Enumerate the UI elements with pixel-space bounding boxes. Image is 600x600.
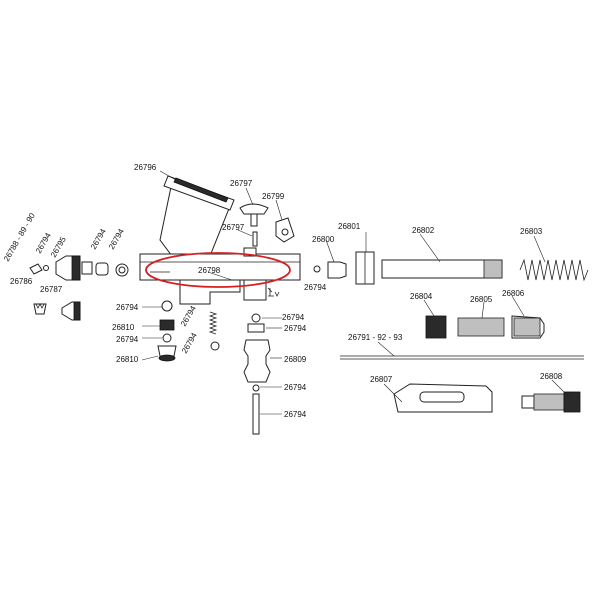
rear-o-ring	[313, 265, 321, 273]
label-26786: 26786	[10, 277, 33, 286]
label-26791-92-93: 26791 - 92 - 93	[348, 333, 403, 342]
nozzle-seat	[81, 261, 93, 275]
nozzle-cap-knurl	[71, 255, 81, 281]
label-26794-front-b: 26794	[89, 227, 108, 251]
needle-chucking-guide	[327, 261, 347, 279]
label-26797: 26797	[230, 179, 253, 188]
cutaway-stub	[521, 395, 535, 409]
valve-base	[158, 354, 176, 362]
label-26794-valve-a: 26794	[116, 303, 139, 312]
lever-hole	[281, 228, 289, 236]
crown-cap	[33, 303, 47, 315]
label-26794-air-d: 26794	[284, 410, 307, 419]
label-26810-a: 26810	[112, 323, 135, 332]
trigger-icon	[239, 203, 269, 215]
label-26794-air-b: 26794	[284, 324, 307, 333]
label-26798: 26798	[198, 266, 221, 275]
label-26802: 26802	[412, 226, 435, 235]
air-washer	[247, 323, 265, 333]
trigger-pin	[252, 231, 258, 247]
label-26800: 26800	[312, 235, 335, 244]
chuck-nut-knurl	[513, 317, 541, 337]
label-26809: 26809	[284, 355, 307, 364]
air-valve-stem	[252, 393, 260, 435]
small-screw	[267, 287, 274, 297]
label-26794-air-c: 26794	[284, 383, 307, 392]
trigger-assembly	[239, 203, 269, 247]
lever-part	[275, 217, 295, 243]
spring-icon	[519, 258, 589, 282]
label-26806: 26806	[502, 289, 525, 298]
label-26804: 26804	[410, 292, 433, 301]
valve-o-ring-a	[161, 300, 173, 312]
front-nozzle-group	[29, 255, 129, 321]
label-26810-b: 26810	[116, 355, 139, 364]
label-26807: 26807	[370, 375, 393, 384]
label-26808: 26808	[540, 372, 563, 381]
o-ring-a	[95, 262, 109, 276]
body-lower	[179, 279, 241, 305]
label-26796: 26796	[134, 163, 157, 172]
spring-guide-knurl	[425, 315, 447, 339]
cutaway-knurl	[563, 391, 581, 413]
air-valve-body	[243, 339, 271, 383]
valve-o-ring-b	[162, 333, 172, 343]
trigger-seat	[243, 247, 257, 257]
label-26794-valve-c: 26794	[180, 331, 199, 355]
rear-group	[313, 251, 589, 285]
air-o-ring-b	[252, 384, 260, 392]
label-26794-air-a: 26794	[282, 313, 305, 322]
cup-lid	[173, 177, 229, 203]
label-26787: 26787	[40, 285, 63, 294]
label-26799: 26799	[262, 192, 285, 201]
label-26794-spring: 26794	[179, 304, 198, 328]
spring-guide	[457, 317, 505, 337]
label-26797-pin: 26797	[222, 223, 245, 232]
label-26794-front-c: 26794	[107, 227, 126, 251]
label-26788-89-90: 26788 - 89 - 90	[2, 211, 37, 263]
right-lower-group	[340, 315, 584, 413]
valve-spring-icon	[208, 311, 218, 335]
label-26803: 26803	[520, 227, 543, 236]
air-cap-knurl	[73, 301, 81, 321]
highlight-ellipse	[145, 252, 291, 288]
valve-nut	[159, 319, 175, 331]
label-26795: 26795	[49, 235, 68, 259]
label-26805: 26805	[470, 295, 493, 304]
label-26801: 26801	[338, 222, 361, 231]
lower-valve-group	[157, 287, 280, 435]
part-labels: 26796 26797 26799 26797 26798 26788 - 89…	[2, 163, 563, 419]
tube-threads	[483, 259, 503, 279]
trigger-stem	[250, 213, 258, 227]
small-screw-b	[274, 291, 280, 297]
valve-o-ring-c	[210, 341, 220, 351]
needle-cap-small	[29, 263, 43, 275]
label-26794-valve-b: 26794	[116, 335, 139, 344]
o-ring-b-inner	[118, 266, 126, 274]
crown-teeth	[35, 303, 45, 309]
cutaway-body	[533, 393, 565, 411]
leader-lines	[141, 170, 571, 415]
o-ring-tiny	[43, 265, 49, 271]
handle-slot	[419, 391, 465, 403]
label-26794-rear: 26794	[304, 283, 327, 292]
air-o-ring-a	[251, 313, 261, 323]
